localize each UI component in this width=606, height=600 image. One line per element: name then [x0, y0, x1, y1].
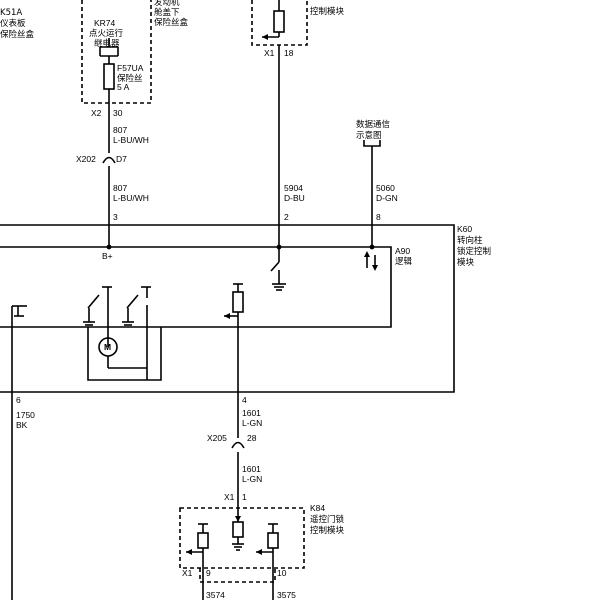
fuse-f57ua-line3: 5 A	[117, 82, 130, 92]
pin-bplus: B+	[102, 251, 113, 261]
w5904-color: D-BU	[284, 193, 305, 203]
w1750-color: BK	[16, 420, 28, 430]
k60-line2: 转向柱	[457, 235, 483, 246]
x1-mid-label: X1	[224, 492, 235, 502]
k84-line1: K84	[310, 503, 325, 513]
w1601b-color: L-GN	[242, 474, 262, 484]
x1-top-pin: 18	[284, 48, 294, 58]
w5904-circuit: 5904	[284, 183, 303, 193]
top-module-label: 控制模块	[310, 6, 345, 17]
w5060-circuit: 5060	[376, 183, 395, 193]
k84-module-dashed-box	[179, 507, 305, 569]
k60-line1: K60	[457, 224, 472, 234]
k60-line3: 锁定控制	[457, 246, 491, 257]
a90-line1: A90	[395, 246, 410, 256]
w807a-color: L-BU/WH	[113, 135, 149, 145]
fuse-box-dash-line2: 仪表板	[0, 18, 26, 29]
motor-label: M	[104, 342, 111, 352]
x205-label: X205	[207, 433, 227, 443]
pin-4: 4	[242, 395, 247, 405]
relay-kr74-line2: 点火运行	[89, 28, 124, 39]
x2-label: X2	[91, 108, 102, 118]
fuse-f57ua-symbol	[103, 63, 115, 90]
w1601b-circuit: 1601	[242, 464, 261, 474]
under-hood-line2: 舱盖下	[154, 7, 180, 18]
k84-line3: 控制模块	[310, 525, 345, 536]
k60-line4: 模块	[457, 257, 475, 268]
w5060-color: D-GN	[376, 193, 398, 203]
relay-kr74-line1: KR74	[94, 18, 116, 28]
pin-2: 2	[284, 212, 289, 222]
k60-module-outline	[0, 224, 455, 393]
w807b-circuit: 807	[113, 183, 127, 193]
x202-label: X202	[76, 154, 96, 164]
w1601a-color: L-GN	[242, 418, 262, 428]
x205-connector-symbol	[231, 441, 245, 449]
fuse-box-dash-line3: 保险丝盒	[0, 29, 35, 40]
x1-bot-pin-left: 9	[206, 568, 211, 578]
pin-3: 3	[113, 212, 118, 222]
x1-bot-pin-right: 10	[277, 568, 287, 578]
pin-8: 8	[376, 212, 381, 222]
w807b-color: L-BU/WH	[113, 193, 149, 203]
x205-pin: 28	[247, 433, 257, 443]
x1-bot-label: X1	[182, 568, 193, 578]
a90-line2: 逻辑	[395, 256, 413, 267]
x1-top-label: X1	[264, 48, 275, 58]
pin-6: 6	[16, 395, 21, 405]
x202-pin: D7	[116, 154, 127, 164]
data-comm-line1: 数据通信	[356, 119, 391, 130]
fuse-f57ua-line1: F57UA	[117, 63, 144, 73]
w1601a-circuit: 1601	[242, 408, 261, 418]
under-hood-line3: 保险丝盒	[154, 17, 189, 28]
data-comm-line2: 示意图	[356, 130, 382, 141]
relay-kr74-line3: 继电器	[94, 38, 120, 49]
fuse-box-dash-line1: K51A	[0, 8, 22, 18]
a90-logic-box	[0, 246, 392, 328]
w3575-circuit: 3575	[277, 590, 296, 600]
under-hood-line1: 发动机	[154, 0, 180, 8]
x202-connector-symbol	[102, 156, 116, 164]
x2-pin: 30	[113, 108, 123, 118]
w1750-circuit: 1750	[16, 410, 35, 420]
fuse-f57ua-line2: 保险丝	[117, 73, 143, 84]
w807a-circuit: 807	[113, 125, 127, 135]
k84-line2: 遥控门锁	[310, 514, 345, 525]
w3574-circuit: 3574	[206, 590, 225, 600]
relay-fuse-dashed-box	[81, 0, 152, 104]
x1-mid-pin: 1	[242, 492, 247, 502]
